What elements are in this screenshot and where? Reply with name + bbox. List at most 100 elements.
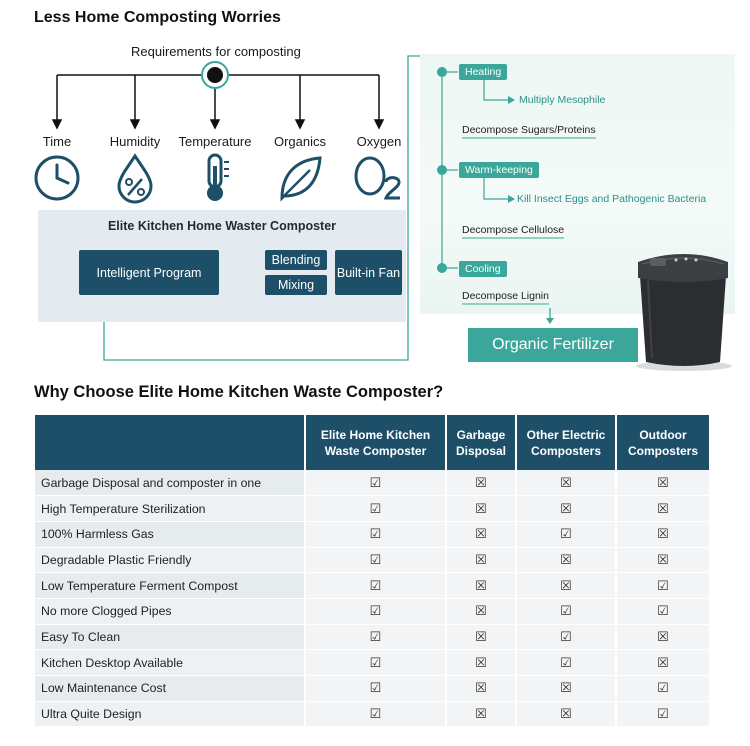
mark-cell: ☑ <box>305 572 447 599</box>
mark-cell: ☑ <box>305 649 447 676</box>
table-row: Ultra Quite Design☑☒☒☑ <box>35 701 709 728</box>
mark-cell: ☒ <box>616 470 709 497</box>
mark-cell: ☑ <box>305 598 447 625</box>
feature-cell: No more Clogged Pipes <box>35 598 306 625</box>
header-other-electric: Other Electric Composters <box>516 415 617 470</box>
mark-cell: ☒ <box>616 649 709 676</box>
requirements-hub <box>201 61 229 89</box>
mark-cell: ☑ <box>516 598 617 625</box>
mark-cell: ☒ <box>616 495 709 522</box>
feature-cell: 100% Harmless Gas <box>35 521 306 548</box>
mark-cell: ☒ <box>446 701 517 728</box>
mark-cell: ☒ <box>616 521 709 548</box>
mark-cell: ☒ <box>616 547 709 574</box>
mark-cell: ☑ <box>305 701 447 728</box>
decompose-sugars-text: Decompose Sugars/Proteins <box>462 124 596 139</box>
mark-cell: ☒ <box>446 521 517 548</box>
req-temperature-label: Temperature <box>178 134 252 149</box>
organic-fertilizer-box: Organic Fertilizer <box>468 328 638 362</box>
table-row: Low Temperature Ferment Compost☑☒☒☑ <box>35 572 709 599</box>
clock-icon <box>34 155 80 201</box>
req-time-label: Time <box>42 134 72 149</box>
kill-bacteria-text: Kill Insect Eggs and Pathogenic Bacteria <box>517 193 707 205</box>
humidity-icon <box>117 153 153 204</box>
mark-cell: ☑ <box>305 547 447 574</box>
intelligent-program-box: Intelligent Program <box>79 250 219 295</box>
composter-panel: Elite Kitchen Home Waster Composter Inte… <box>38 210 406 322</box>
mark-cell: ☒ <box>516 572 617 599</box>
req-oxygen-label: Oxygen <box>356 134 402 149</box>
cooling-pill: Cooling <box>459 261 507 277</box>
table-row: No more Clogged Pipes☑☒☑☑ <box>35 598 709 625</box>
mark-cell: ☒ <box>516 495 617 522</box>
page-title: Less Home Composting Worries <box>34 9 281 26</box>
header-garbage-disposal: Garbage Disposal <box>446 415 517 470</box>
o2-icon <box>354 156 401 200</box>
fertilizer-arrow <box>546 308 554 324</box>
mark-cell: ☑ <box>305 495 447 522</box>
mark-cell: ☒ <box>446 470 517 497</box>
mark-cell: ☑ <box>616 572 709 599</box>
mark-cell: ☒ <box>446 624 517 651</box>
mark-cell: ☒ <box>616 624 709 651</box>
mark-cell: ☒ <box>446 675 517 702</box>
decompose-lignin-text: Decompose Lignin <box>462 290 549 305</box>
cooling-dot <box>437 263 447 273</box>
req-organics-label: Organics <box>273 134 327 149</box>
table-row: 100% Harmless Gas☑☒☑☒ <box>35 521 709 548</box>
mark-cell: ☑ <box>616 598 709 625</box>
composter-title: Elite Kitchen Home Waster Composter <box>107 219 337 233</box>
table-row: Kitchen Desktop Available☑☒☑☒ <box>35 649 709 676</box>
mark-cell: ☑ <box>516 624 617 651</box>
feature-cell: Degradable Plastic Friendly <box>35 547 306 574</box>
table-row: Degradable Plastic Friendly☑☒☒☒ <box>35 547 709 574</box>
mark-cell: ☒ <box>446 649 517 676</box>
mark-cell: ☒ <box>446 495 517 522</box>
heating-dot <box>437 67 447 77</box>
table-row: High Temperature Sterilization☑☒☒☒ <box>35 495 709 522</box>
mark-cell: ☒ <box>446 598 517 625</box>
comparison-table: Elite Home Kitchen Waste Composter Garba… <box>35 415 709 728</box>
mark-cell: ☑ <box>616 675 709 702</box>
header-elite: Elite Home Kitchen Waste Composter <box>305 415 447 470</box>
composter-product-image <box>636 254 732 371</box>
mark-cell: ☒ <box>516 470 617 497</box>
table-row: Easy To Clean☑☒☑☒ <box>35 624 709 651</box>
req-humidity-label: Humidity <box>109 134 161 149</box>
mark-cell: ☒ <box>446 572 517 599</box>
feature-cell: High Temperature Sterilization <box>35 495 306 522</box>
feature-cell: Low Maintenance Cost <box>35 675 306 702</box>
built-in-fan-box: Built-in Fan <box>335 250 402 295</box>
feature-cell: Kitchen Desktop Available <box>35 649 306 676</box>
leaf-icon <box>280 156 322 202</box>
mark-cell: ☒ <box>516 701 617 728</box>
requirements-tree <box>51 55 420 361</box>
header-feature <box>35 415 306 470</box>
comparison-title: Why Choose Elite Home Kitchen Waste Comp… <box>34 383 444 401</box>
table-header-row: Elite Home Kitchen Waste Composter Garba… <box>35 415 709 470</box>
blending-box: Blending <box>265 250 327 270</box>
mark-cell: ☑ <box>305 470 447 497</box>
mark-cell: ☑ <box>305 624 447 651</box>
feature-cell: Easy To Clean <box>35 624 306 651</box>
mark-cell: ☒ <box>516 675 617 702</box>
mark-cell: ☒ <box>446 547 517 574</box>
thermometer-icon <box>207 153 229 201</box>
feature-cell: Garbage Disposal and composter in one <box>35 470 306 497</box>
feature-cell: Low Temperature Ferment Compost <box>35 572 306 599</box>
feature-cell: Ultra Quite Design <box>35 701 306 728</box>
mark-cell: ☑ <box>516 521 617 548</box>
header-outdoor: Outdoor Composters <box>616 415 709 470</box>
warm-dot <box>437 165 447 175</box>
requirements-label: Requirements for composting <box>131 44 301 59</box>
mark-cell: ☑ <box>305 675 447 702</box>
mark-cell: ☑ <box>616 701 709 728</box>
table-row: Low Maintenance Cost☑☒☒☑ <box>35 675 709 702</box>
multiply-text: Multiply Mesophile <box>519 94 606 106</box>
mixing-box: Mixing <box>265 275 327 295</box>
mark-cell: ☒ <box>516 547 617 574</box>
heating-pill: Heating <box>459 64 508 80</box>
mark-cell: ☑ <box>305 521 447 548</box>
table-row: Garbage Disposal and composter in one☑☒☒… <box>35 470 709 497</box>
decompose-cellulose-text: Decompose Cellulose <box>462 224 565 239</box>
